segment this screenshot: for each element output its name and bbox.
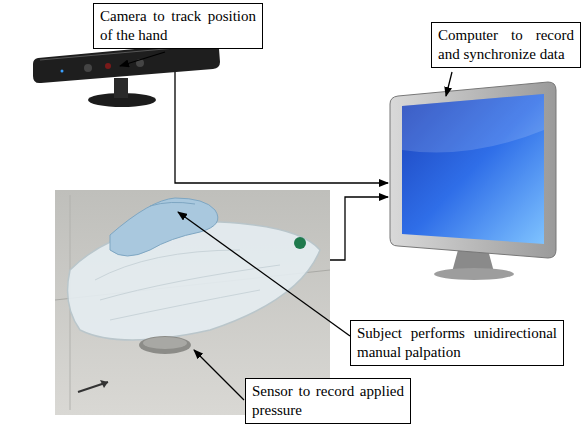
callout-text: Subject performs unidirectional manual p… [357,324,557,362]
figure-part [110,198,218,256]
figure-part [143,337,187,349]
figure-part [139,336,191,354]
figure-part [120,52,165,66]
figure-part [61,70,64,73]
figure-part [84,64,92,72]
figure-part [68,222,320,340]
figure-part [178,212,350,336]
figure-part [150,202,195,206]
figure-part [100,380,108,388]
callout-box: Sensor to record applied pressure [245,378,411,424]
camera-picture [33,42,220,107]
callout-text: Sensor to record applied pressure [252,382,404,420]
callout-text: Camera to track position of the hand [100,7,256,45]
figure-part [446,72,452,96]
callout-text: Computer to record and synchronize data [438,26,574,64]
figure-part [105,63,111,69]
figure-part [390,82,556,258]
figure-part [194,350,244,400]
figure-part [434,268,514,280]
figure-part [402,94,544,153]
callout-box: Subject performs unidirectional manual p… [350,320,564,366]
figure-part [114,78,128,98]
figure-part [330,197,388,260]
figure-part [402,94,544,244]
figure-part [294,237,306,249]
wire [175,72,388,260]
callout-box: Camera to track position of the hand [93,3,263,49]
callout-box: Computer to record and synchronize data [431,22,581,68]
figure-part [95,250,280,320]
figure-part [175,72,388,183]
computer-picture [390,82,556,280]
